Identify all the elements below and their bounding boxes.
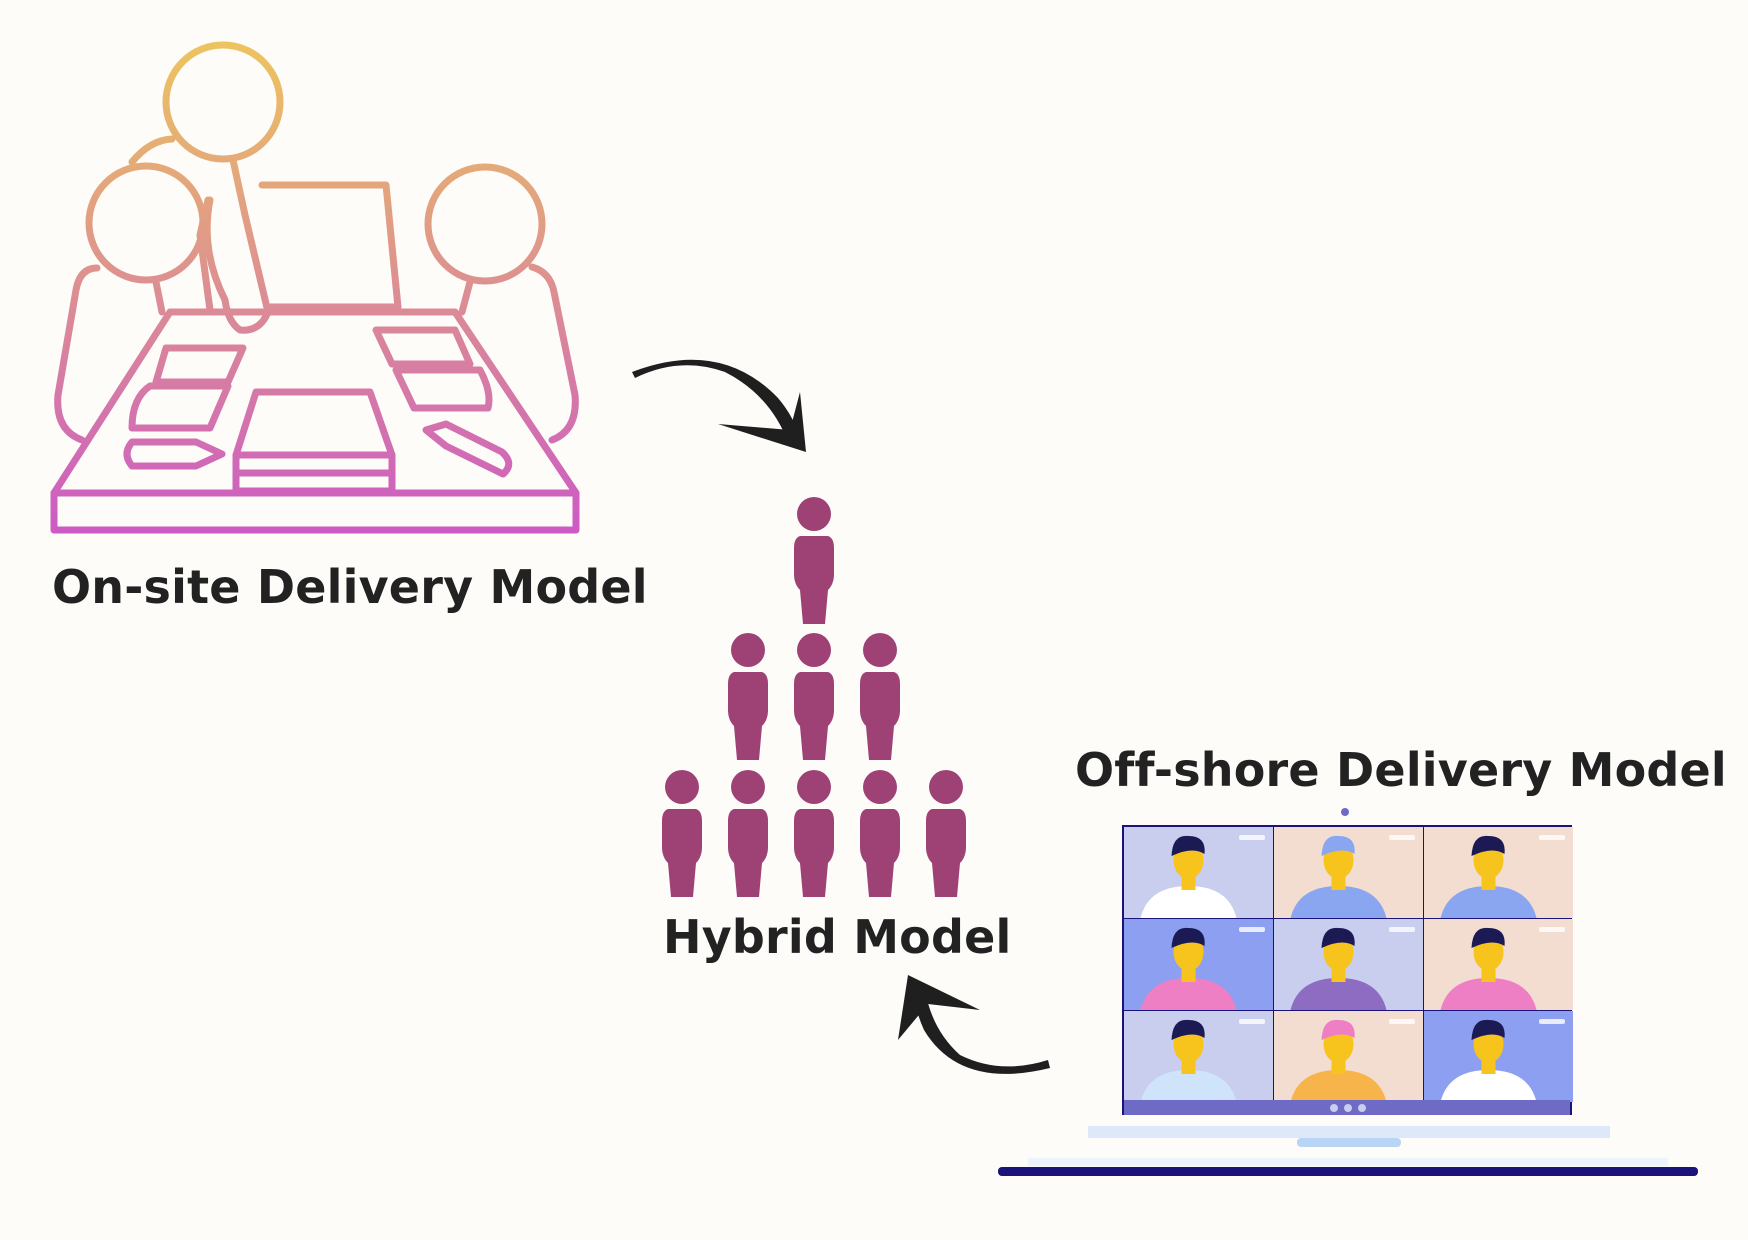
participant-hair [1321,927,1355,948]
participant-shirt [1290,886,1387,918]
laptop-base-shadow [1028,1158,1668,1166]
arrow-onsite-to-hybrid [632,359,806,452]
left-person-head [85,162,207,284]
participant-hair [1321,1019,1355,1040]
left-pencil [123,438,226,470]
laptop-base-top [1088,1126,1610,1138]
pyramid-person [662,770,702,897]
laptop-touchpad [1297,1138,1401,1147]
participant-shirt [1140,1070,1237,1102]
pyramid-person [794,497,834,624]
video-tile-name-bar [1239,1019,1265,1024]
hybrid-model-label: Hybrid Model [663,910,1012,964]
participant-shirt [1290,1070,1387,1102]
participant-shirt [1140,978,1237,1010]
video-tile-name-bar [1389,1019,1415,1024]
participant-hair [1471,835,1505,856]
pyramid-person [860,633,900,760]
offshore-model-label: Off-shore Delivery Model [1075,743,1727,797]
left-person-neck [152,278,166,316]
book-stack-top [232,388,396,459]
participant-shirt [1140,886,1237,918]
participant-hair [1471,1019,1505,1040]
right-pencil [422,420,513,478]
standing-person-arm [203,156,272,334]
pyramid-person [728,633,768,760]
pyramid-person [794,633,834,760]
right-person-head [424,163,546,285]
arrow-offshore-to-hybrid [898,975,1050,1074]
right-note-1 [372,326,474,368]
call-control-dot-2 [1344,1104,1352,1112]
right-note-2 [392,366,493,412]
video-tile [1124,1011,1273,1102]
video-tile [1424,827,1573,918]
video-tile [1124,919,1273,1010]
arrow-1-shaft [632,359,800,442]
right-person-neck [458,278,474,316]
video-tile [1274,827,1423,918]
participant-shirt [1290,978,1387,1010]
right-person-body [528,263,579,444]
left-person-body [54,264,101,444]
laptop-desk-line [998,1167,1698,1176]
video-tile [1274,919,1423,1010]
video-tile [1274,1011,1423,1102]
left-note-2 [128,382,232,432]
participant-hair [1471,927,1505,948]
video-tile-name-bar [1539,835,1565,840]
participant-hair [1171,927,1205,948]
participant-hair [1321,835,1355,856]
participant-hair [1171,1019,1205,1040]
pyramid-person [860,770,900,897]
video-tile [1424,919,1573,1010]
meeting-table-icon [50,41,580,534]
video-tile [1124,827,1273,918]
table-edge [50,489,580,534]
call-control-dot-3 [1358,1104,1366,1112]
pyramid-person [926,770,966,897]
video-tile [1424,1011,1573,1102]
video-tile-name-bar [1539,1019,1565,1024]
pyramid-person [728,770,768,897]
webcam-dot [1341,808,1349,816]
video-tile-name-bar [1539,927,1565,932]
people-pyramid-icon [662,497,966,897]
participant-hair [1171,835,1205,856]
arrow-2-head [898,975,980,1040]
video-tile-name-bar [1389,835,1415,840]
video-grid [1124,827,1573,1102]
video-tile-name-bar [1389,927,1415,932]
arrow-2-shaft [913,990,1050,1074]
left-note-1 [152,344,247,386]
video-tile-name-bar [1239,835,1265,840]
pyramid-person [794,770,834,897]
presentation-board [258,181,402,311]
video-call-laptop-icon [998,808,1698,1176]
call-control-dot-1 [1330,1104,1338,1112]
standing-person-head [162,41,284,163]
participant-shirt [1440,886,1537,918]
onsite-model-label: On-site Delivery Model [52,560,648,614]
participant-shirt [1440,1070,1537,1102]
arrow-1-head [718,392,806,452]
participant-shirt [1440,978,1537,1010]
video-tile-name-bar [1239,927,1265,932]
standing-person-shoulder [128,135,176,166]
